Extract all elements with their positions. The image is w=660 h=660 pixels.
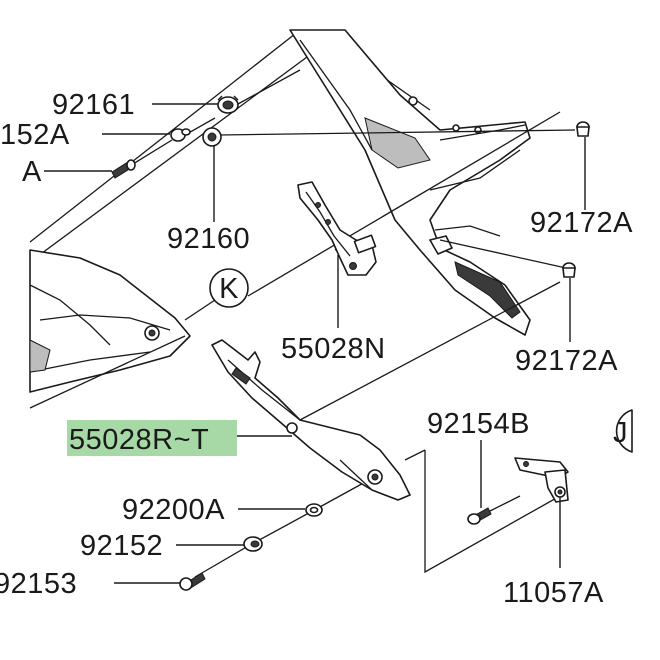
label-92153: 92153 bbox=[0, 568, 77, 600]
left-side-fairing bbox=[29, 249, 191, 409]
label-92161: 92161 bbox=[52, 89, 135, 121]
label-152a: 152A bbox=[0, 119, 70, 151]
label-92160: 92160 bbox=[167, 223, 250, 255]
screw-92153-icon bbox=[179, 572, 206, 591]
bracket-55028n bbox=[297, 181, 377, 276]
nut-92152-icon bbox=[243, 536, 263, 552]
callout-j-label: J bbox=[613, 417, 628, 449]
nut-152a-icon bbox=[170, 128, 191, 142]
callout-k-label: K bbox=[219, 273, 239, 305]
inner-cover-55028r-t bbox=[211, 339, 411, 501]
callout-k: K bbox=[209, 268, 249, 308]
label-55028n: 55028N bbox=[281, 333, 386, 365]
label-92200a: 92200A bbox=[122, 494, 225, 526]
bracket-11057a bbox=[514, 457, 569, 503]
hardware bbox=[111, 95, 590, 591]
inner-fairing-panel bbox=[289, 29, 531, 336]
label-92152: 92152 bbox=[80, 530, 163, 562]
label-55028r-t: 55028R~T bbox=[69, 424, 209, 456]
highlight-55028r-t bbox=[67, 420, 237, 456]
bolt-92172a-top-icon bbox=[576, 121, 590, 137]
label-92172a: 92172A bbox=[515, 345, 618, 377]
grommet-92161-icon bbox=[217, 95, 239, 114]
screw-a-icon bbox=[111, 159, 136, 179]
label-92172a-top: 92172A bbox=[530, 207, 633, 239]
bolt-92172a-icon bbox=[562, 262, 576, 278]
washer-92200a-icon bbox=[305, 503, 323, 517]
leader-lines bbox=[44, 103, 586, 584]
callout-j: J bbox=[613, 409, 633, 453]
bolt-92154b-icon bbox=[467, 507, 492, 525]
label-11057a: 11057A bbox=[503, 577, 604, 609]
collar-92160-icon bbox=[202, 127, 222, 147]
label-92154b: 92154B bbox=[427, 408, 530, 440]
label-a: A bbox=[22, 156, 42, 188]
